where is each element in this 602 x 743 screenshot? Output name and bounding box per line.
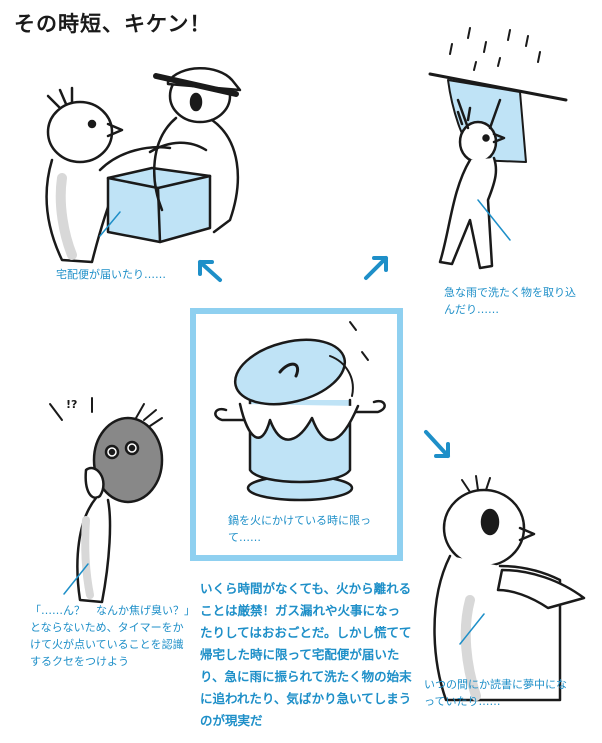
caption-pot: 鍋を火にかけている時に限って…… (228, 514, 371, 544)
reading-illustration (433, 475, 586, 702)
arrows (198, 256, 450, 458)
exclaim-mark: !? (66, 398, 78, 411)
caption-timer: 「……ん？ なんか焦げ臭い？」とならないため、タイマーをかけて火が点いていること… (30, 604, 190, 668)
body-paragraph: いくら時間がなくても、火から離れることは厳禁！ガス漏れや火事になったりしてはおお… (200, 581, 412, 728)
page-title: その時短、キケン！ (14, 12, 212, 36)
caption-reading: いつの間にか読書に夢中になっていたり…… (424, 678, 567, 708)
surprised-illustration (49, 397, 164, 604)
caption-delivery: 宅配便が届いたり…… (56, 268, 166, 281)
caption-laundry: 急な雨で洗たく物を取り込んだり…… (444, 286, 576, 316)
laundry-illustration (428, 27, 568, 270)
delivery-illustration (45, 67, 242, 264)
